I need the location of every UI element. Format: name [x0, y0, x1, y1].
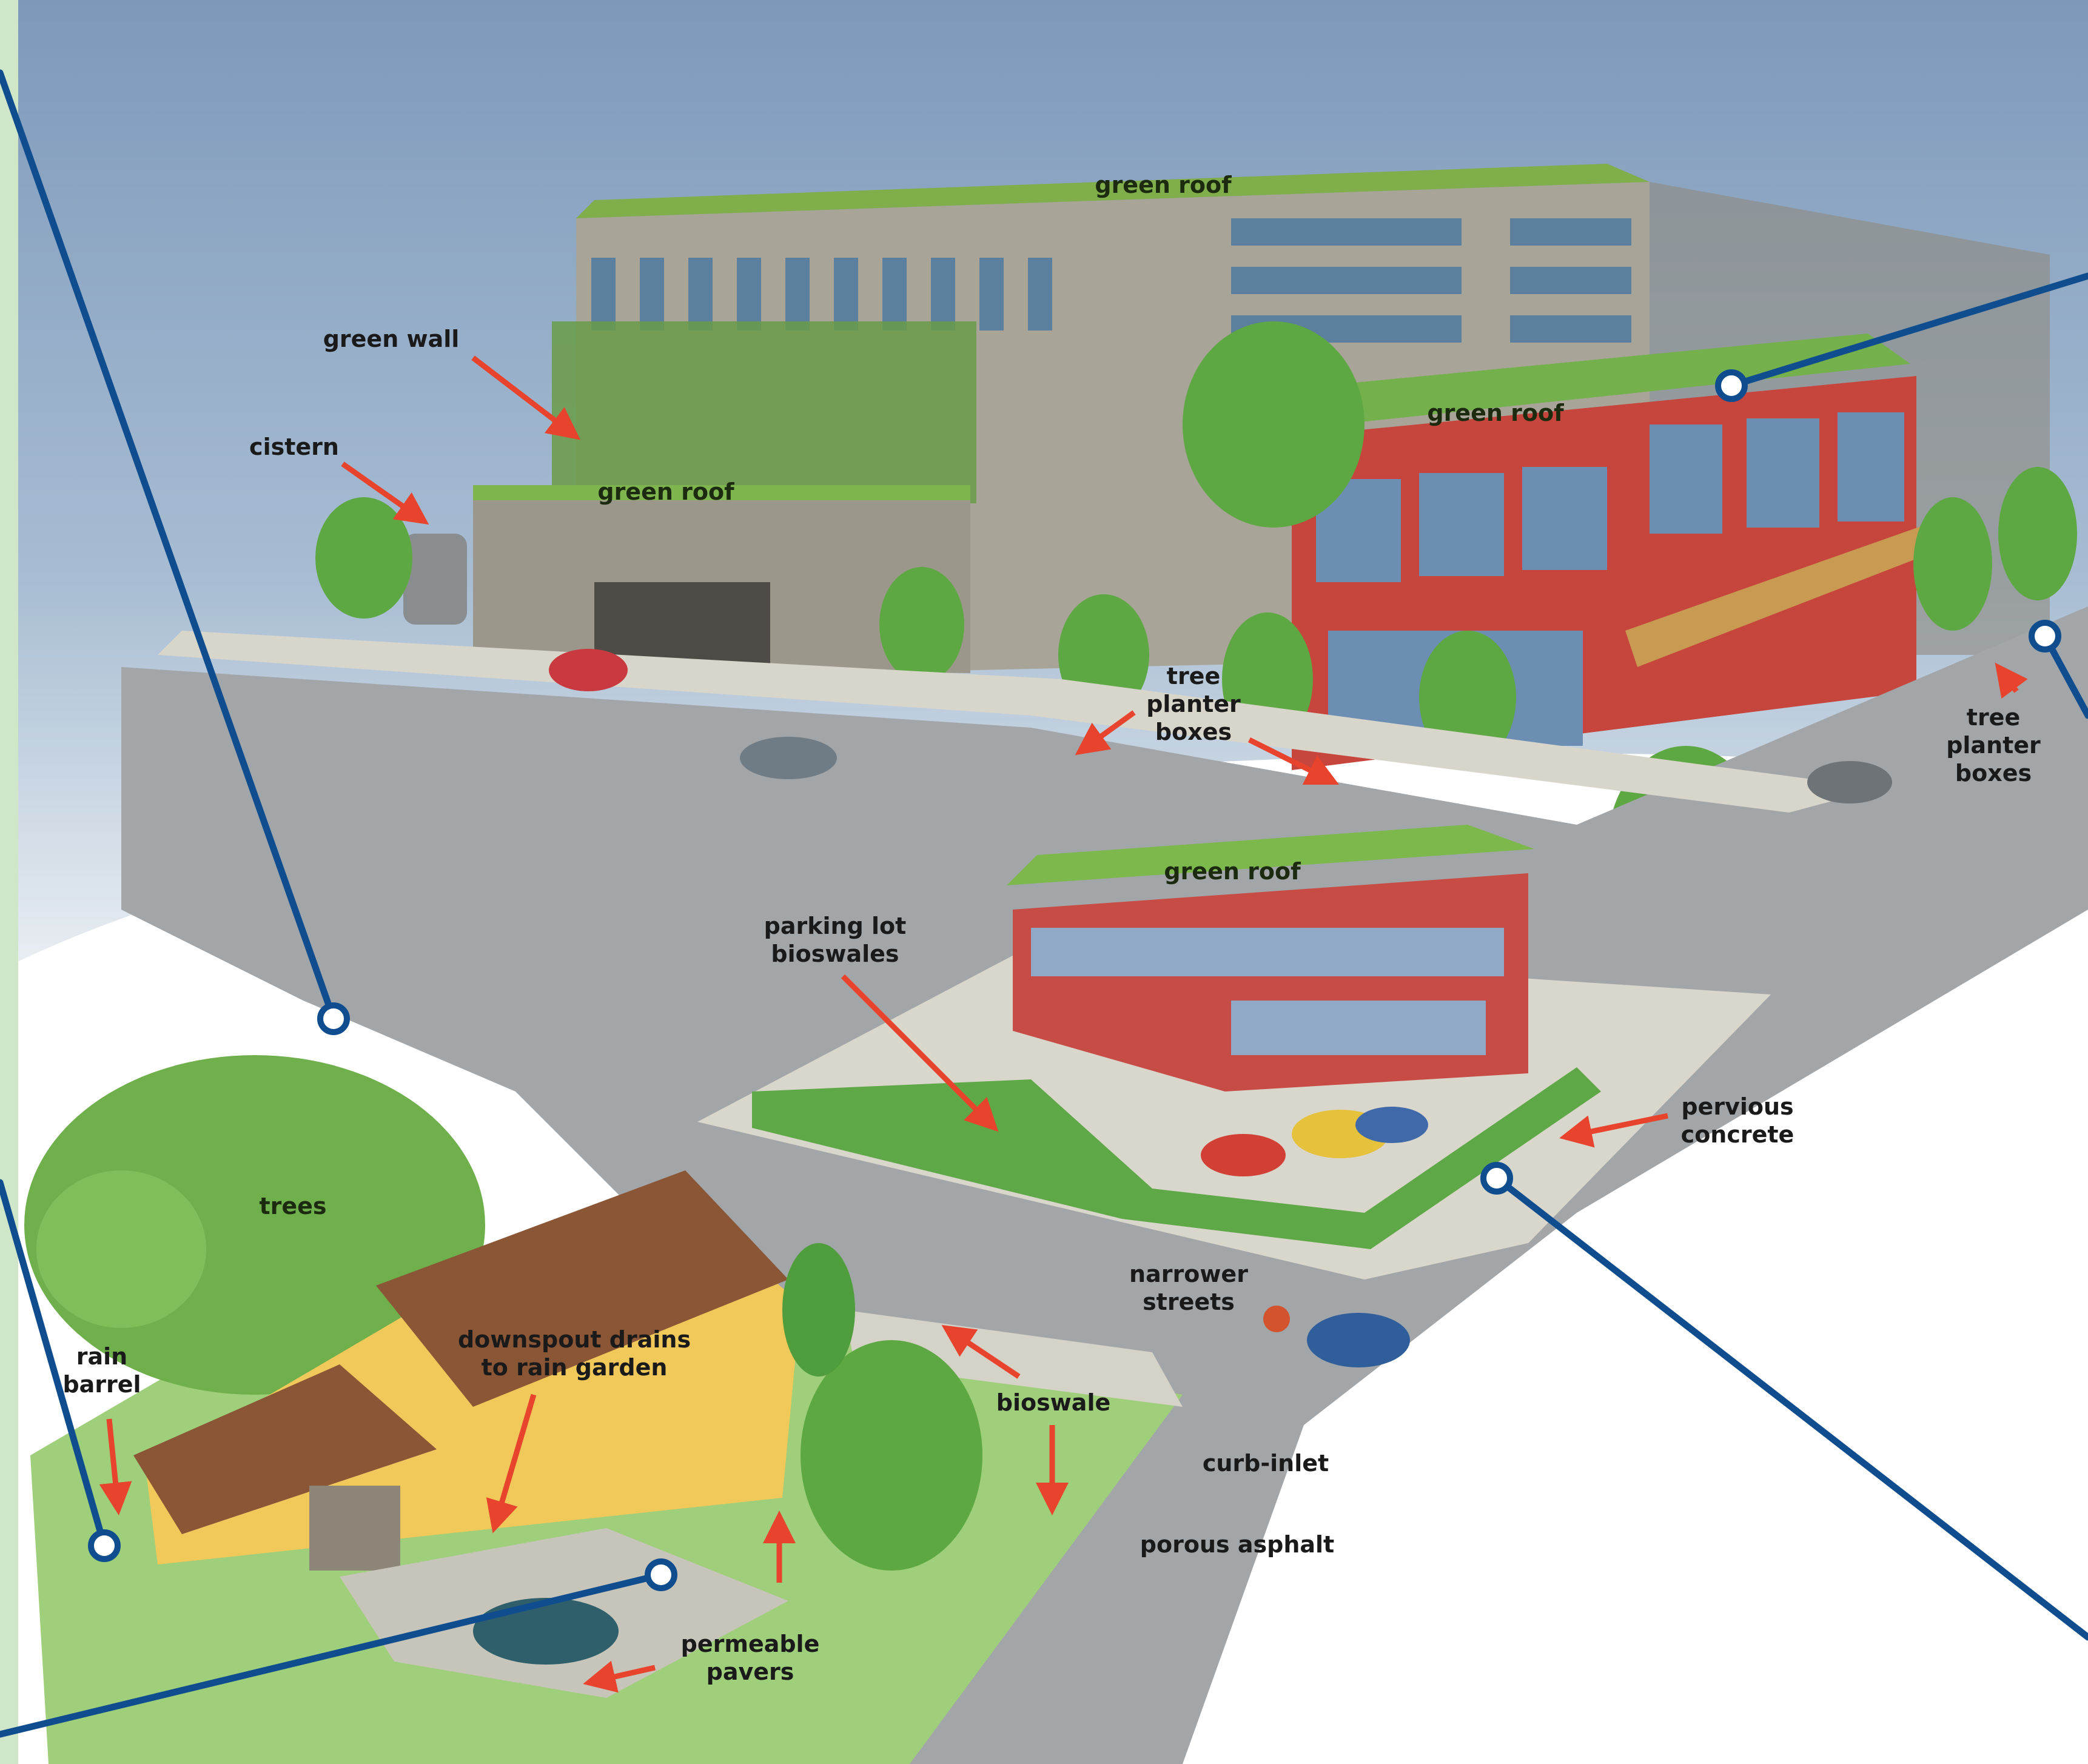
rain-barrel-line-1: rain	[76, 1343, 128, 1370]
narrower-line-1: narrower	[1129, 1261, 1248, 1287]
label-green-wall: green wall	[323, 326, 460, 352]
label-green-roof-right: green roof	[1427, 400, 1564, 426]
pervious-line-1: pervious	[1681, 1093, 1794, 1120]
label-tree-planter-right: tree planter boxes	[1946, 703, 2041, 787]
label-curb-inlet: curb-inlet	[1202, 1450, 1329, 1477]
tree-planter-right-line-2: planter	[1946, 732, 2041, 759]
callout-dots	[88, 369, 2061, 1591]
label-green-roof-top: green roof	[1095, 172, 1232, 198]
label-pervious-concrete: pervious concrete	[1681, 1093, 1794, 1149]
label-bioswale: bioswale	[996, 1389, 1111, 1416]
tree-planter-right-line-3: boxes	[1955, 760, 2032, 786]
label-parking-lot-bioswales: parking lot bioswales	[764, 912, 907, 968]
house-lot	[24, 1055, 1183, 1764]
label-cistern: cistern	[249, 434, 339, 460]
label-trees: trees	[259, 1193, 327, 1219]
narrower-line-2: streets	[1143, 1289, 1235, 1315]
parking-lot-line-1: parking lot	[764, 913, 907, 939]
cars	[549, 649, 1892, 1367]
pavers-line-1: permeable	[680, 1631, 820, 1657]
curb-inlet-post	[1263, 1306, 1290, 1332]
label-green-roof-center: green roof	[1164, 858, 1301, 885]
center-building	[1007, 825, 1534, 1092]
tree-planter-center-line-1: tree	[1166, 663, 1221, 689]
label-porous-asphalt: porous asphalt	[1140, 1531, 1335, 1558]
label-rain-barrel: rain barrel	[62, 1343, 141, 1398]
tree-planter-center-line-2: planter	[1146, 691, 1241, 717]
pavers-line-2: pavers	[706, 1658, 794, 1685]
parking-lot-line-2: bioswales	[771, 941, 899, 967]
label-permeable-pavers: permeable pavers	[681, 1630, 820, 1686]
tree-planter-right-line-1: tree	[1966, 704, 2021, 731]
left-border	[0, 0, 18, 1764]
label-green-roof-mid: green roof	[597, 478, 734, 505]
tree-planter-center-line-3: boxes	[1155, 719, 1232, 745]
label-tree-planter-center: tree planter boxes	[1146, 662, 1241, 746]
rain-barrel-line-2: barrel	[62, 1371, 141, 1398]
label-narrower-streets: narrower streets	[1129, 1260, 1248, 1316]
downspout-line-2: to rain garden	[481, 1354, 668, 1381]
label-arrows	[99, 355, 2028, 1693]
callout-lines	[0, 69, 2088, 1738]
label-downspout: downspout drains to rain garden	[458, 1326, 691, 1381]
downspout-line-1: downspout drains	[457, 1326, 691, 1353]
brick-building	[1280, 334, 1935, 770]
pervious-line-2: concrete	[1680, 1121, 1794, 1148]
